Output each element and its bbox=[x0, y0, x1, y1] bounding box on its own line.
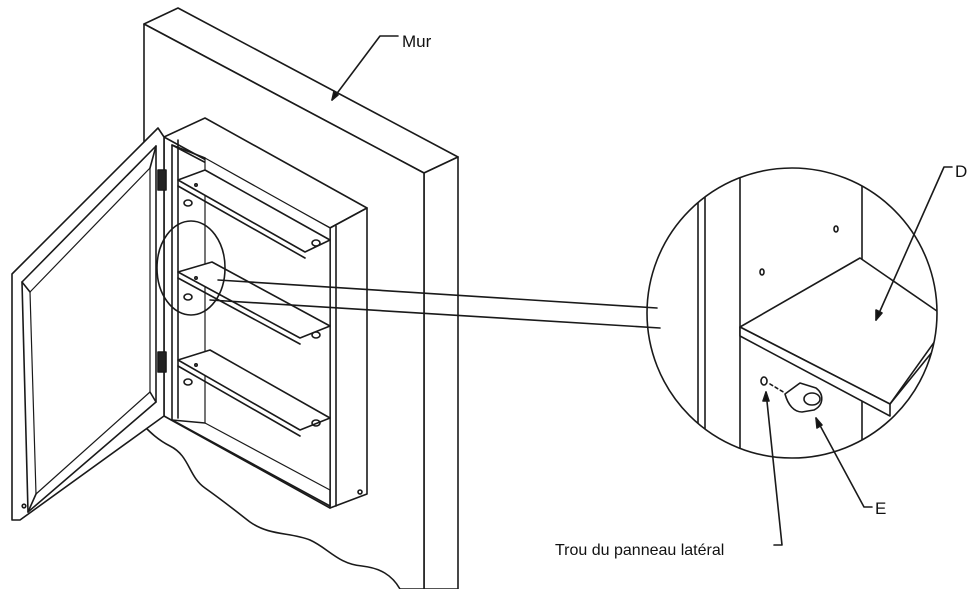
shelf-top bbox=[178, 170, 330, 258]
leader-d bbox=[876, 167, 952, 320]
detail-magnified-circle bbox=[647, 140, 950, 460]
shelf-middle bbox=[178, 262, 330, 344]
leader-mur bbox=[332, 36, 398, 100]
cabinet-body bbox=[164, 118, 367, 508]
hinge-bottom bbox=[157, 351, 167, 373]
shelf-bottom bbox=[178, 350, 330, 436]
mirror-door bbox=[12, 128, 164, 520]
detail-source-circle bbox=[157, 221, 225, 315]
label-clip: E bbox=[875, 499, 887, 518]
leader-trou bbox=[763, 392, 782, 545]
label-wall: Mur bbox=[402, 32, 432, 51]
shelf-clip-e bbox=[761, 377, 822, 412]
label-shelf: D bbox=[955, 162, 967, 181]
hinge-top bbox=[157, 169, 167, 191]
label-side-hole: Trou du panneau latéral bbox=[555, 542, 725, 559]
leader-e bbox=[816, 418, 872, 507]
